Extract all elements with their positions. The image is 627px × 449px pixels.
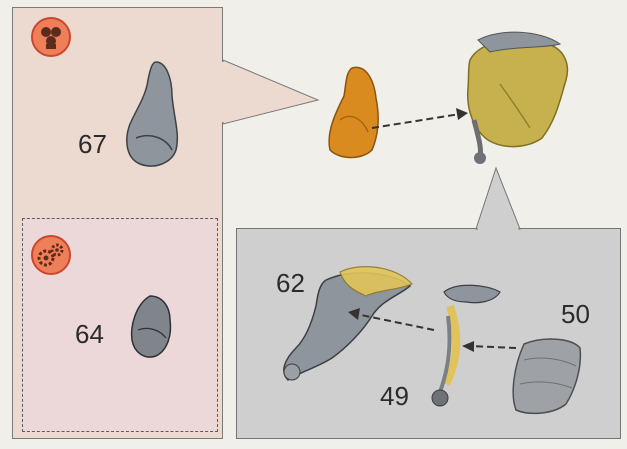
- part-50: [513, 339, 580, 413]
- gears-icon: [31, 235, 71, 275]
- pointer-join-left: [218, 62, 224, 122]
- multi-minifig-icon: [31, 17, 71, 57]
- part-number-49: 49: [380, 383, 409, 409]
- assembly-arrow: [372, 114, 460, 128]
- part-number-64: 64: [75, 321, 104, 347]
- silver-part-67: [127, 62, 178, 166]
- part-number-50: 50: [561, 301, 590, 327]
- right-callout-pointer: [476, 168, 520, 229]
- orange-part: [329, 67, 378, 157]
- silver-part-64: [132, 296, 171, 357]
- part-number-62: 62: [276, 270, 305, 296]
- part-number-67: 67: [78, 131, 107, 157]
- arrow-50-to-49: [470, 346, 516, 348]
- left-callout-pointer: [223, 60, 318, 124]
- gold-headgear-part: [468, 32, 568, 164]
- pointer-join-right: [478, 226, 518, 231]
